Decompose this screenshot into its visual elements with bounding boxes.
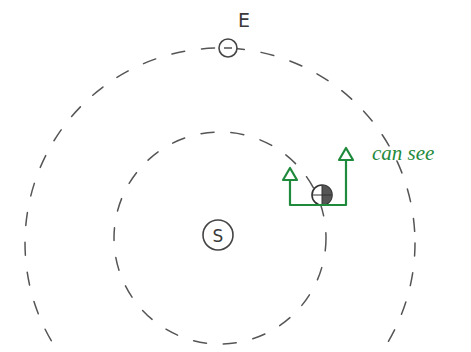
outer-orbit <box>25 48 415 352</box>
sun-disc <box>203 220 233 250</box>
annotation-text: can see <box>372 143 434 164</box>
earth-mark <box>224 47 232 48</box>
view-arrows <box>283 148 353 205</box>
earth-node: E <box>238 11 250 30</box>
node-label: S <box>213 228 224 245</box>
node-label: E <box>238 11 250 30</box>
inner-orbit <box>114 132 326 344</box>
planet <box>312 185 332 205</box>
sun-node: S <box>213 228 224 245</box>
earth-disc <box>219 39 237 57</box>
